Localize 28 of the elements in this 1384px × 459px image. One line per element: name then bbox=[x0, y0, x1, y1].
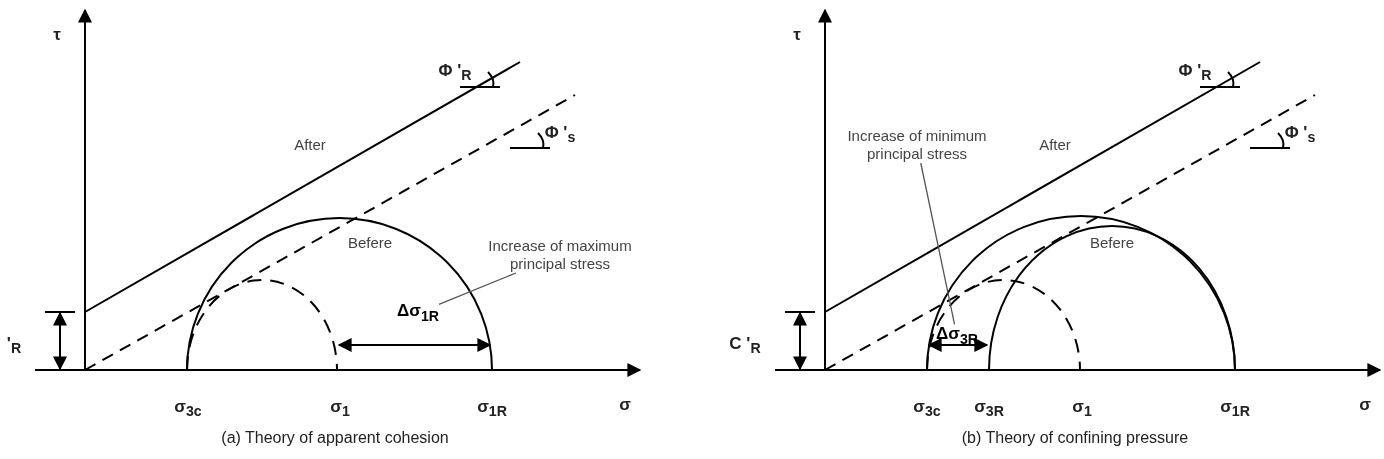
axis-label: τ bbox=[53, 25, 61, 45]
axis-label: σ bbox=[1359, 395, 1371, 415]
leader-line bbox=[438, 272, 517, 306]
dimension-label: '$_{R}$ bbox=[6, 333, 22, 357]
stress-label: σ$_{1R}$ bbox=[1220, 396, 1250, 420]
annotation-text: Increase of maximum principal stress bbox=[485, 237, 635, 273]
curve-label: Befere bbox=[1089, 234, 1135, 252]
curve-label: Befere bbox=[347, 234, 393, 252]
delta-label: Δσ$_{1R}$ bbox=[397, 301, 439, 325]
leader-line bbox=[920, 162, 956, 325]
axis-label: σ bbox=[619, 395, 631, 415]
stress-label: σ$_{1}$ bbox=[330, 396, 350, 420]
axis-label: τ bbox=[793, 25, 801, 45]
angle-label: Φ '$_{R}$ bbox=[438, 60, 472, 84]
curve-label: After bbox=[294, 136, 326, 154]
stress-label: σ$_{3c}$ bbox=[174, 396, 202, 420]
dimension-label: C '$_{R}$ bbox=[729, 333, 761, 357]
caption: (a) Theory of apparent cohesion bbox=[221, 428, 449, 448]
angle-label: Φ '$_{R}$ bbox=[1178, 60, 1212, 84]
caption: (b) Theory of confining pressure bbox=[961, 428, 1189, 448]
stress-label: σ$_{1R}$ bbox=[477, 396, 507, 420]
stress-label: σ$_{3R}$ bbox=[974, 396, 1004, 420]
curve-label: After bbox=[1039, 136, 1071, 154]
angle-label: Φ '$_{s}$ bbox=[1284, 122, 1316, 146]
stress-label: σ$_{1}$ bbox=[1072, 396, 1092, 420]
annotation-text: Increase of minimum principal stress bbox=[842, 127, 992, 163]
angle-label: Φ '$_{s}$ bbox=[544, 122, 576, 146]
stress-label: σ$_{3c}$ bbox=[913, 396, 941, 420]
